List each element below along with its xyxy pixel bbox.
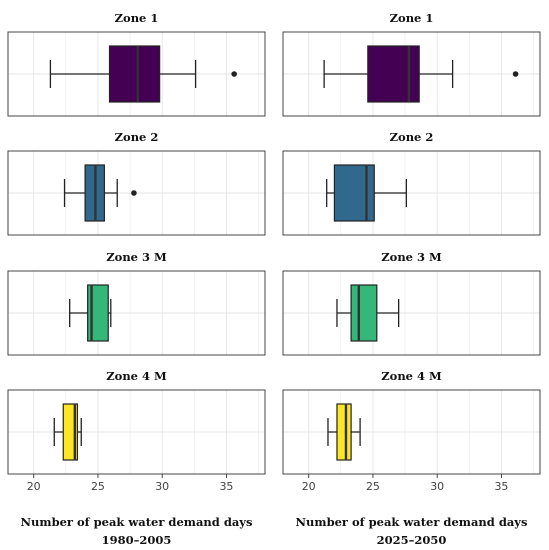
- panel-border: [282, 270, 541, 356]
- panel-title: Zone 1: [115, 11, 159, 25]
- x-axis-period: 2025–2050: [377, 533, 447, 547]
- iqr-box: [336, 403, 352, 461]
- panel-title: Zone 2: [115, 130, 159, 144]
- panel-border: [7, 150, 266, 236]
- x-tick-label: 30: [155, 480, 169, 493]
- x-tick-label: 20: [27, 480, 41, 493]
- iqr-box: [87, 284, 109, 342]
- x-axis-title: Number of peak water demand days: [296, 515, 528, 529]
- panel-border: [7, 389, 266, 475]
- outlier-point: [231, 71, 237, 77]
- panel-border: [282, 31, 541, 117]
- left-panel-4: Zone 4 M: [7, 369, 266, 475]
- panel-title: Zone 3 M: [381, 250, 442, 264]
- left-panel-3: Zone 3 M: [7, 250, 266, 356]
- x-axis-title: Number of peak water demand days: [21, 515, 253, 529]
- iqr-box: [350, 284, 378, 342]
- panel-title: Zone 2: [390, 130, 434, 144]
- iqr-box: [333, 164, 375, 222]
- right-panel-2: Zone 2: [282, 130, 541, 236]
- right-panel-1: Zone 1: [282, 11, 541, 117]
- panel-title: Zone 4 M: [106, 369, 167, 383]
- panel-border: [7, 270, 266, 356]
- panel-title: Zone 1: [390, 11, 434, 25]
- panel-title: Zone 3 M: [106, 250, 167, 264]
- x-tick-label: 35: [494, 480, 508, 493]
- iqr-box: [108, 45, 161, 103]
- left-panel-1: Zone 1: [7, 11, 266, 117]
- outlier-point: [512, 71, 519, 77]
- right-panel-3: Zone 3 M: [282, 250, 541, 356]
- x-tick-label: 20: [302, 480, 316, 493]
- panel-border: [282, 389, 541, 475]
- x-axis-period: 1980–2005: [102, 533, 172, 547]
- iqr-box: [367, 45, 420, 103]
- x-tick-label: 25: [366, 480, 380, 493]
- x-tick-label: 35: [219, 480, 233, 493]
- right-panel-4: Zone 4 M: [282, 369, 541, 475]
- x-tick-label: 25: [91, 480, 105, 493]
- outlier-point: [131, 190, 137, 196]
- panel-border: [7, 31, 266, 117]
- panel-title: Zone 4 M: [381, 369, 442, 383]
- left-panel-2: Zone 2: [7, 130, 266, 236]
- panel-border: [282, 150, 541, 236]
- x-tick-label: 30: [430, 480, 444, 493]
